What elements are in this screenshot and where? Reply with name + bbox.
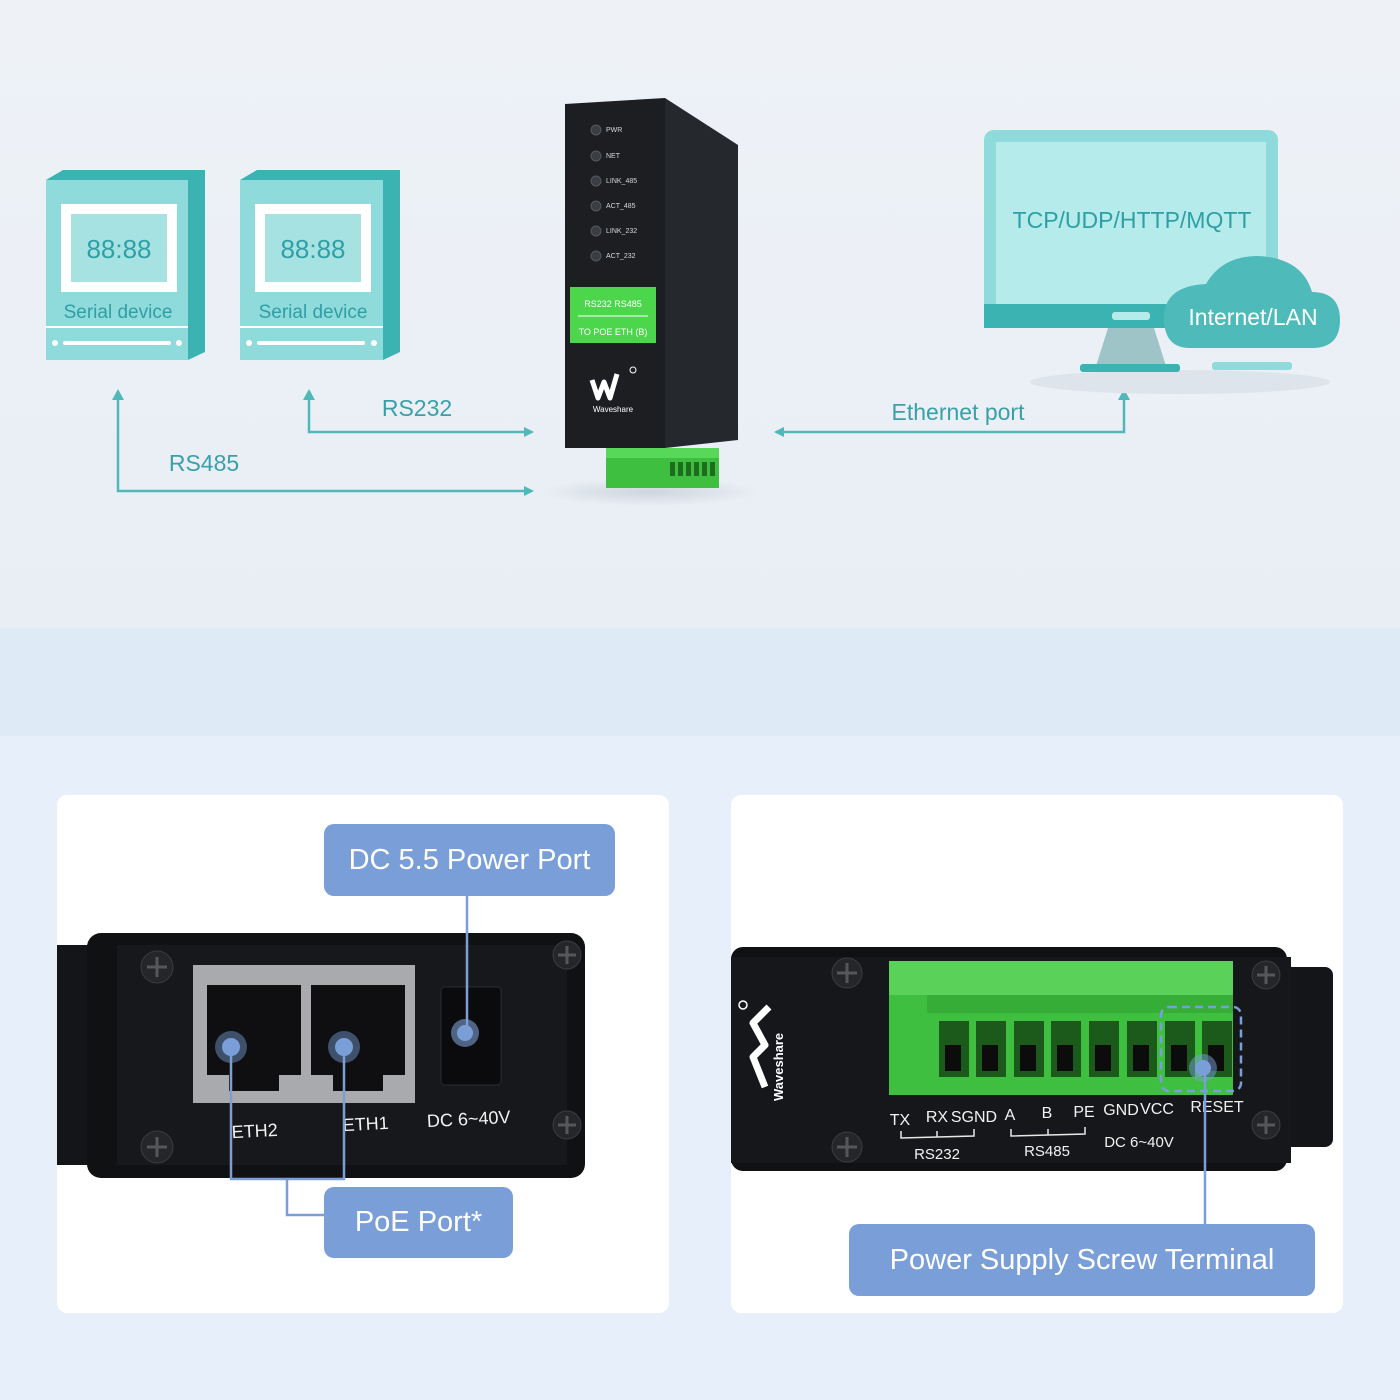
port-label-dc: DC 6~40V [426, 1107, 510, 1131]
screw-icon [1251, 1110, 1281, 1140]
model-label [570, 287, 656, 343]
led-label-net: NET [606, 153, 621, 160]
eth2-port-icon [207, 985, 301, 1091]
led-label-link232: LINK_232 [606, 228, 637, 235]
screw-icon [552, 1110, 582, 1140]
terminal-brand: Waveshare [771, 1033, 786, 1101]
port-label-eth1: ETH1 [342, 1113, 389, 1135]
ethernet-link: Ethernet port [774, 389, 1130, 437]
led-label-link485: LINK_485 [606, 178, 637, 185]
dc-power-port-callout: DC 5.5 Power Port [324, 824, 615, 896]
led-label-pwr: PWR [606, 127, 622, 134]
pin-label-reset: RESET [1190, 1099, 1244, 1116]
led-label-act485: ACT_485 [606, 203, 636, 210]
screw-icon [831, 1131, 863, 1163]
converter-device: PWR NET LINK_485 ACT_485 LINK_232 ACT_23… [540, 98, 760, 506]
screw-icon [831, 957, 863, 989]
device-1-display: 88:88 [86, 234, 151, 264]
screw-terminal-callout: Power Supply Screw Terminal [849, 1224, 1315, 1296]
pin-label-a: A [1005, 1107, 1016, 1124]
group-label-dc: DC 6~40V [1104, 1134, 1174, 1151]
serial-device-2: 88:88 Serial device [240, 170, 400, 360]
screw-terminal-block [889, 961, 1233, 1095]
status-leds: PWR NET LINK_485 ACT_485 LINK_232 ACT_23… [590, 124, 637, 262]
eth1-port-icon [311, 985, 405, 1091]
serial-device-1: 88:88 Serial device [46, 170, 205, 360]
ethernet-label: Ethernet port [892, 399, 1026, 425]
group-label-rs232: RS232 [914, 1146, 960, 1163]
rs232-label: RS232 [382, 395, 452, 421]
pin-label-gnd: GND [1103, 1102, 1139, 1119]
model-line-2: TO POE ETH (B) [579, 327, 648, 337]
poe-port-callout: PoE Port* [324, 1187, 513, 1258]
terminal-side-photo: Waveshare [731, 947, 1333, 1225]
device-2-display: 88:88 [280, 234, 345, 264]
rs485-link: RS485 [112, 389, 534, 496]
protocols-label: TCP/UDP/HTTP/MQTT [1013, 207, 1252, 233]
section-divider [0, 628, 1400, 736]
ethernet-side-panel: ETH2 ETH1 DC 6~40V DC 5.5 Power Port PoE… [57, 795, 669, 1313]
pin-label-tx: TX [890, 1112, 911, 1129]
rs232-link: RS232 [303, 389, 534, 437]
device-2-label: Serial device [259, 302, 368, 323]
screw-icon [140, 950, 174, 984]
cloud-label: Internet/LAN [1188, 304, 1317, 330]
screw-icon [140, 1130, 174, 1164]
terminal-side-panel: Waveshare [731, 795, 1343, 1313]
waveshare-logo-icon [749, 1004, 772, 1089]
group-label-rs485: RS485 [1024, 1143, 1070, 1160]
cloud-icon: Internet/LAN [1164, 256, 1340, 348]
model-line-1: RS232 RS485 [584, 299, 642, 309]
ethernet-side-photo: ETH2 ETH1 DC 6~40V [57, 895, 585, 1217]
pin-label-b: B [1042, 1105, 1053, 1122]
terminal-highlight [1159, 1005, 1243, 1093]
pin-label-pe: PE [1073, 1104, 1094, 1121]
screw-icon [1251, 960, 1281, 990]
device-1-label: Serial device [64, 302, 173, 323]
led-label-act232: ACT_232 [606, 253, 636, 260]
topology-diagram: 88:88 Serial device 88:88 Serial device [46, 98, 1340, 506]
pin-label-sgnd: SGND [951, 1109, 997, 1126]
device-brand: Waveshare [593, 405, 634, 414]
waveshare-logo-icon [589, 373, 620, 401]
rs485-label: RS485 [169, 450, 239, 476]
port-label-eth2: ETH2 [231, 1120, 278, 1142]
pin-label-vcc: VCC [1140, 1101, 1174, 1118]
pin-label-rx: RX [926, 1109, 949, 1126]
screw-icon [552, 940, 582, 970]
